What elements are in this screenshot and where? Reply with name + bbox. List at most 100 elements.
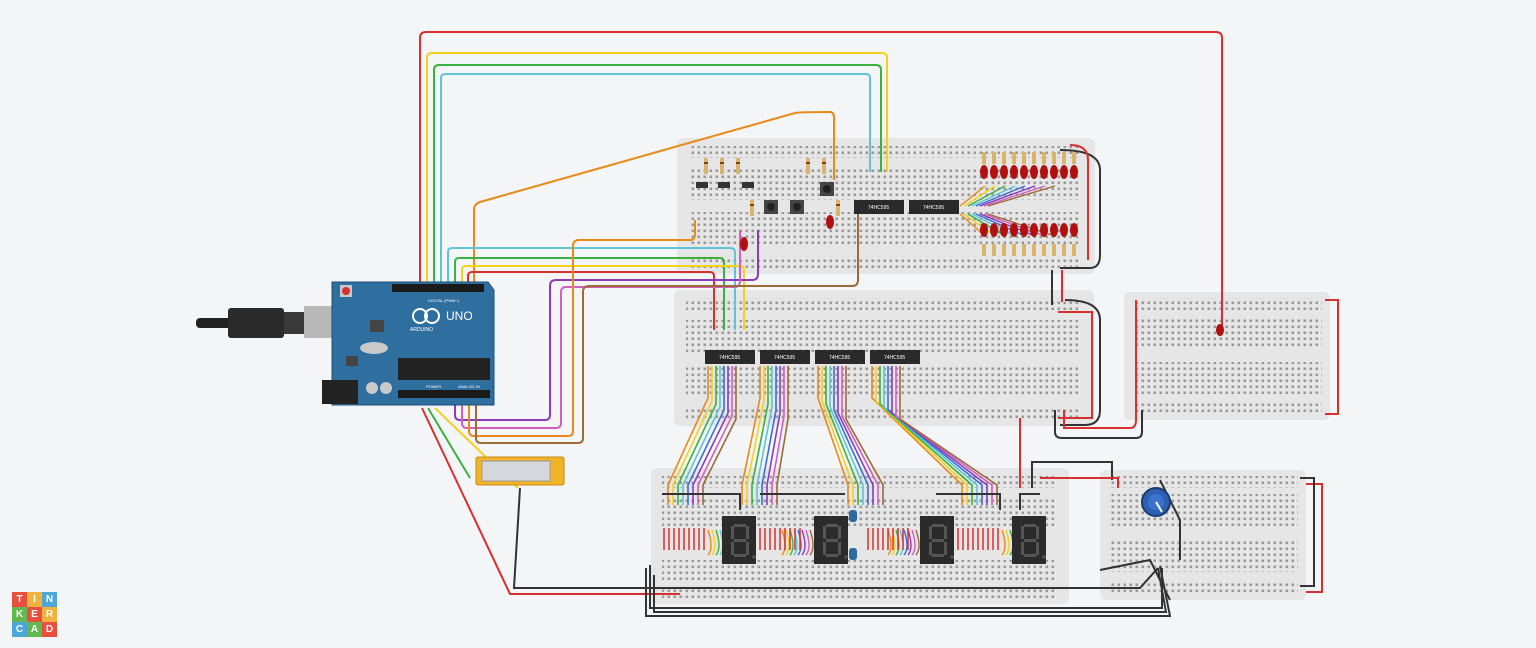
led: [740, 237, 748, 251]
display-wire: [711, 529, 716, 556]
logo-letter: T: [12, 592, 27, 607]
seven-segment-display: [920, 516, 954, 564]
chip-3-label: 74HC595: [719, 355, 740, 361]
led: [980, 223, 988, 237]
display-segment: [826, 554, 838, 557]
display-segment: [826, 539, 838, 542]
display-wire: [821, 366, 854, 505]
display-segment: [838, 542, 841, 555]
resistor: [1032, 244, 1036, 256]
wire-bundle-arduino-bottom[interactable]: [421, 200, 1159, 595]
resistor: [806, 158, 810, 174]
chip-4: [760, 350, 810, 364]
wire-rails[interactable]: [645, 144, 1339, 617]
switch: [718, 182, 730, 188]
display-dot: [752, 555, 756, 559]
led: [1010, 165, 1018, 179]
resistor-band: [836, 204, 840, 206]
display-segment: [734, 524, 746, 527]
push-buttons[interactable]: [764, 182, 834, 214]
led-wire: [987, 185, 1056, 207]
resistor-band: [720, 162, 724, 164]
seven-segment-displays[interactable]: [663, 516, 1046, 564]
led: [826, 215, 834, 229]
led: [980, 165, 988, 179]
display-dot: [1042, 555, 1046, 559]
led: [990, 223, 998, 237]
resistor: [704, 158, 708, 174]
logo-letter: R: [42, 607, 57, 622]
led: [1000, 165, 1008, 179]
display-wire: [1005, 529, 1010, 556]
resistor: [1002, 152, 1006, 164]
logo-letter: C: [12, 622, 27, 637]
resistor: [1022, 244, 1026, 256]
display-segment: [826, 524, 838, 527]
breadboard-right-small[interactable]: [1124, 292, 1330, 420]
led: [1040, 165, 1048, 179]
led-array-top[interactable]: [740, 152, 1078, 256]
display-segment: [932, 539, 944, 542]
display-wire: [715, 529, 720, 556]
relay-module[interactable]: [475, 456, 565, 486]
resistor-band: [822, 162, 826, 164]
display-wire: [746, 366, 765, 505]
resistor: [1012, 152, 1016, 164]
led: [1030, 223, 1038, 237]
resistor: [1002, 244, 1006, 256]
switch: [696, 182, 708, 188]
display-segment: [746, 526, 749, 539]
arduino-brand-label: ARDUINO: [410, 327, 433, 333]
display-segment: [734, 554, 746, 557]
led-right[interactable]: [1216, 324, 1224, 336]
resistor: [1062, 244, 1066, 256]
display-segment: [1036, 542, 1039, 555]
led: [1050, 165, 1058, 179]
display-wire: [825, 366, 859, 505]
chip-5-label: 74HC595: [829, 355, 850, 361]
logo-letter: K: [12, 607, 27, 622]
chip-2-label: 74HC595: [923, 205, 944, 211]
arduino-uno[interactable]: UNO ARDUINO DIGITAL (PWM~) POWER ANALOG …: [196, 281, 495, 406]
display-segment: [929, 542, 932, 555]
shift-register-chips[interactable]: 74HC595 74HC595 74HC595 74HC595 74HC595 …: [705, 200, 959, 364]
display-wire: [837, 366, 874, 505]
seven-segment-display: [814, 516, 848, 564]
capacitors[interactable]: [849, 510, 857, 560]
display-wire: [817, 366, 849, 505]
chip-4-label: 74HC595: [774, 355, 795, 361]
chip-6: [870, 350, 920, 364]
display-wire: [841, 366, 879, 505]
display-wire: [915, 529, 920, 556]
resistor-band: [736, 162, 740, 164]
display-wire: [801, 529, 806, 556]
resistor: [1012, 244, 1016, 256]
led: [1010, 223, 1018, 237]
led-wire: [979, 185, 1036, 207]
display-jumpers: [663, 528, 999, 550]
resistor: [750, 200, 754, 216]
potentiometer[interactable]: [1141, 487, 1171, 517]
resistor: [982, 152, 986, 164]
display-segment: [944, 526, 947, 539]
breadboard-bottom-right[interactable]: [1100, 470, 1306, 600]
led-wire: [963, 185, 996, 207]
resistor: [992, 244, 996, 256]
display-wire: [707, 529, 712, 556]
display-segment: [731, 526, 734, 539]
display-dot: [844, 555, 848, 559]
display-segment: [1024, 554, 1036, 557]
display-segment: [932, 524, 944, 527]
led-wire: [971, 185, 1016, 207]
resistor-group-top-left[interactable]: [696, 158, 840, 216]
led: [1000, 223, 1008, 237]
wire-bundle-arduino-top[interactable]: [419, 31, 1223, 330]
logo-letter: D: [42, 622, 57, 637]
display-wire: [845, 366, 884, 505]
resistor: [1072, 244, 1076, 256]
led: [1020, 165, 1028, 179]
display-wire: [1001, 529, 1006, 556]
led: [1060, 165, 1068, 179]
